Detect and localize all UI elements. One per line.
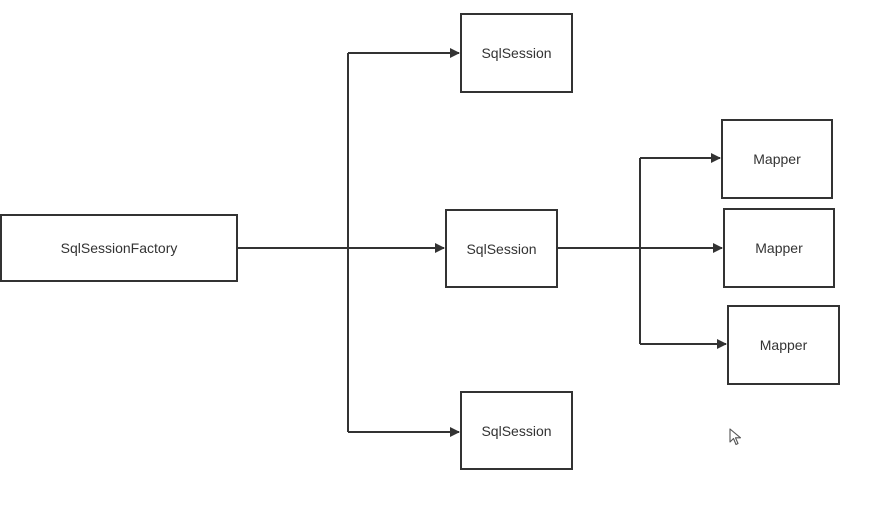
mouse-pointer-icon bbox=[729, 428, 742, 446]
node-label: SqlSessionFactory bbox=[60, 240, 178, 256]
node-label: SqlSession bbox=[481, 45, 552, 61]
node-label: Mapper bbox=[755, 240, 803, 256]
node-mapper-1[interactable]: Mapper bbox=[721, 119, 833, 199]
node-sqlsessionfactory[interactable]: SqlSessionFactory bbox=[0, 214, 238, 282]
node-label: Mapper bbox=[759, 337, 808, 353]
node-label: SqlSession bbox=[466, 240, 537, 257]
node-mapper-2[interactable]: Mapper bbox=[723, 208, 835, 288]
node-mapper-3[interactable]: Mapper bbox=[727, 305, 840, 385]
node-label: SqlSession bbox=[481, 422, 552, 439]
node-label: Mapper bbox=[753, 151, 801, 167]
node-sqlsession-top[interactable]: SqlSession bbox=[460, 13, 573, 93]
node-sqlsession-bottom[interactable]: SqlSession bbox=[460, 391, 573, 470]
node-sqlsession-middle[interactable]: SqlSession bbox=[445, 209, 558, 288]
